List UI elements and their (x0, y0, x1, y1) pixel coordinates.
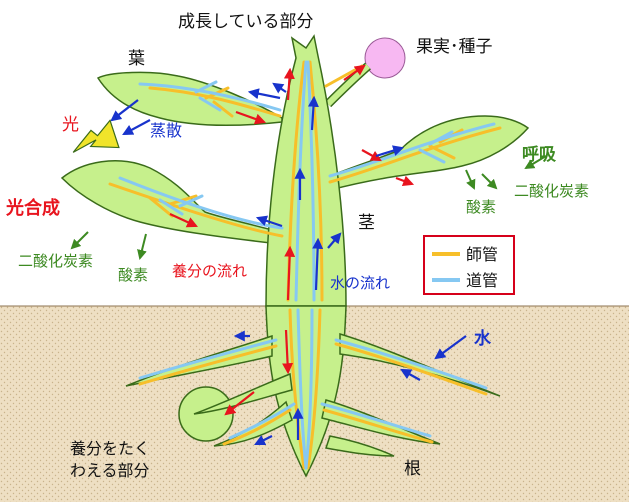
oxygen-left-label: 酸素 (118, 266, 148, 284)
water-flow-arrows (110, 82, 467, 445)
blue-arrow (307, 95, 319, 131)
respiration-label: 呼吸 (522, 145, 557, 165)
root-left-mid (193, 372, 293, 415)
xylem-vessels (118, 60, 496, 470)
red-arrow (282, 329, 294, 375)
storage-label-line2: わえる部分 (70, 461, 150, 480)
blue-arrow (255, 215, 283, 228)
oxygen-right-label: 酸素 (466, 198, 496, 216)
legend-label-xylem: 道管 (466, 271, 498, 290)
red-arrow (235, 110, 267, 125)
red-arrow (361, 149, 382, 162)
root-right-small (325, 435, 395, 457)
water-flow-label: 水の流れ (330, 274, 390, 292)
blue-arrow (434, 335, 467, 360)
water-label: 水 (474, 328, 492, 349)
storage-label-line1: 養分をたく (70, 439, 150, 458)
red-arrow (284, 245, 296, 301)
blue-arrow (272, 82, 287, 94)
blue-arrow (375, 145, 405, 158)
light-label: 光 (62, 115, 79, 135)
legend: 師管 道管 (423, 235, 515, 295)
storage-organ (178, 386, 234, 442)
gas-arrows (70, 155, 547, 260)
red-arrow (169, 213, 198, 228)
red-arrow (224, 391, 255, 416)
blue-arrow (122, 119, 151, 136)
red-arrow (283, 67, 295, 101)
nutrient-flow-label: 養分の流れ (172, 262, 247, 280)
leaf-upper-left (96, 71, 283, 126)
blue-arrow (400, 368, 421, 381)
leaf-label: 葉 (128, 49, 145, 69)
stem (265, 34, 347, 307)
stem-label: 茎 (358, 213, 375, 233)
blue-arrow (110, 99, 139, 122)
photosynthesis-label: 光合成 (5, 197, 60, 219)
growing-part-label: 成長している部分 (178, 12, 314, 32)
root-label: 根 (404, 459, 421, 479)
light-arrow-icon (72, 119, 120, 153)
blue-arrow (312, 237, 324, 291)
transpiration-label: 蒸散 (150, 121, 182, 140)
phloem-vessels (108, 60, 502, 470)
blue-arrow (247, 88, 281, 100)
fruit-seed-label: 果実･種子 (416, 37, 493, 57)
legend-box (423, 235, 515, 295)
blue-arrow (254, 435, 273, 445)
red-arrow (343, 64, 366, 81)
sugar-flow-arrows (169, 64, 415, 416)
root-left-lower (213, 400, 293, 447)
legend-label-phloem: 師管 (466, 245, 498, 264)
co2-left-label: 二酸化炭素 (18, 252, 93, 270)
co2-right-label: 二酸化炭素 (514, 182, 589, 200)
blue-arrow (327, 232, 342, 249)
red-arrow (395, 175, 415, 187)
fruit (364, 37, 406, 79)
